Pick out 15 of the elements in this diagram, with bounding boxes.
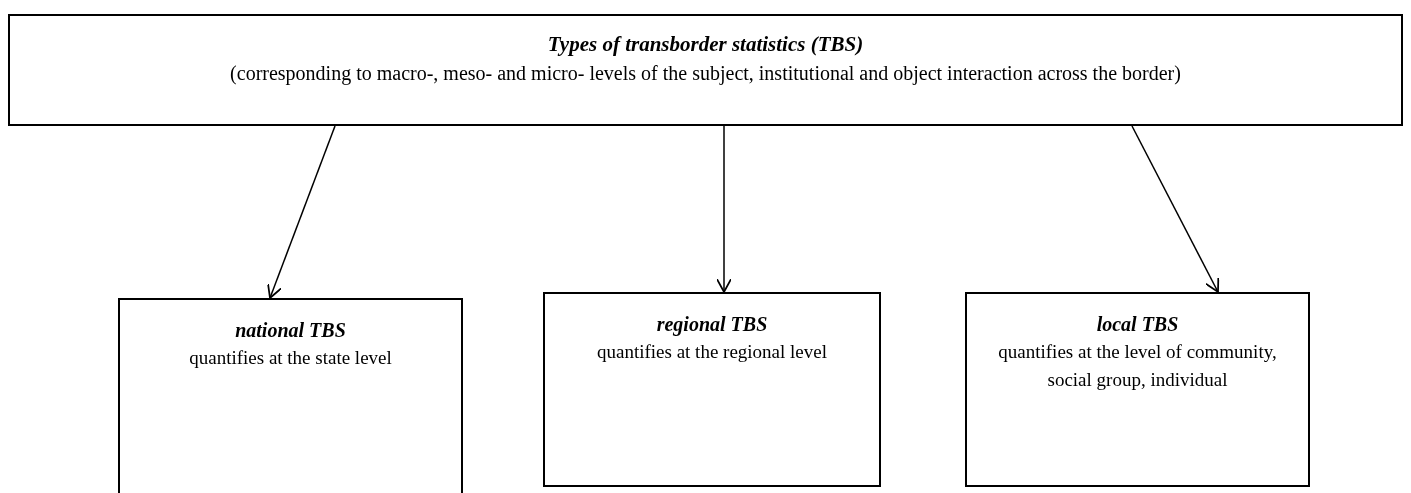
box-heading: Types of transborder statistics (TBS) bbox=[547, 31, 864, 58]
arrow bbox=[1131, 125, 1220, 293]
box-heading: national TBS bbox=[235, 318, 346, 343]
box-description: quantifies at the state level bbox=[189, 346, 392, 370]
category-box bbox=[118, 298, 463, 493]
category-box bbox=[543, 292, 881, 487]
box-description: quantifies at the regional level bbox=[597, 340, 827, 364]
box-description: (corresponding to macro-, meso- and micro- levels of the subject, institutional and object interaction across the border) bbox=[230, 61, 1181, 87]
box-description: quantifies at the level of community, social group, individual bbox=[997, 340, 1278, 392]
arrow bbox=[716, 125, 732, 293]
title-box bbox=[8, 14, 1403, 126]
category-box bbox=[965, 292, 1310, 487]
box-heading: local TBS bbox=[1096, 312, 1179, 337]
box-heading: regional TBS bbox=[656, 312, 768, 338]
arrow bbox=[267, 125, 336, 299]
